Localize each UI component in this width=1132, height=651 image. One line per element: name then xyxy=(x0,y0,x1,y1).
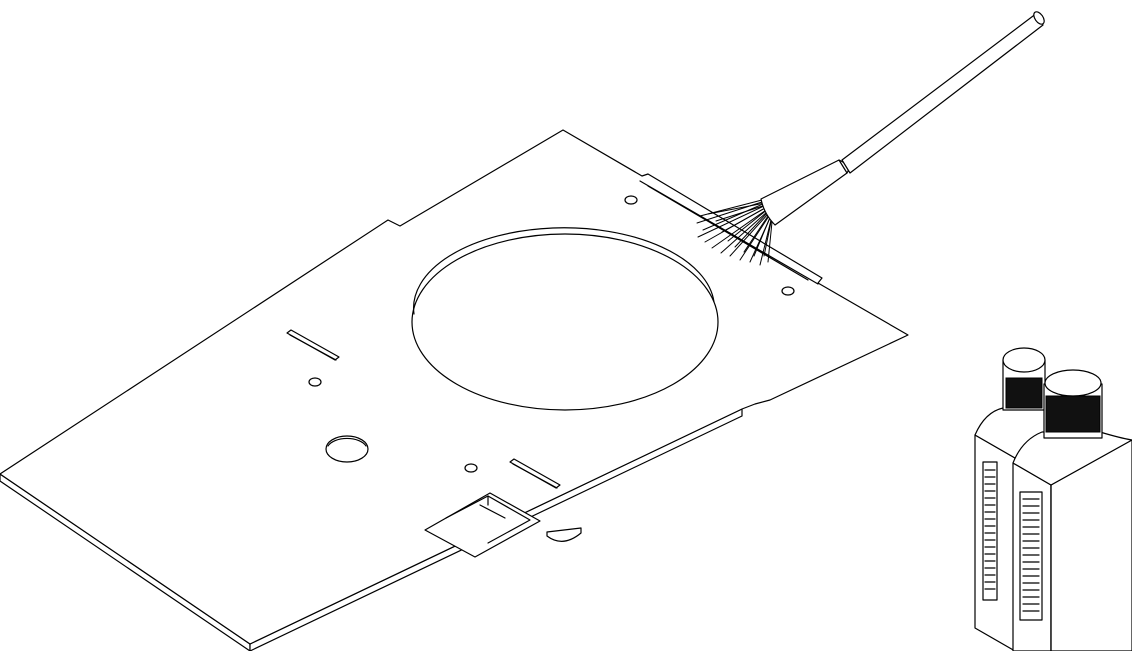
plate-under-part xyxy=(546,527,582,542)
bottle-grille xyxy=(1019,491,1043,621)
brush-ferrule xyxy=(760,159,848,226)
bottle-cap-top xyxy=(1002,347,1046,373)
plate-edge-strip xyxy=(639,180,819,285)
bottle-cap-knurl xyxy=(1045,395,1101,433)
plate-large-opening xyxy=(411,233,719,411)
brush-bristles xyxy=(696,199,773,266)
plate-hole xyxy=(308,377,322,387)
bottle-cap-top xyxy=(1044,369,1102,397)
bottle-grille xyxy=(982,461,998,601)
plate-hole xyxy=(781,286,795,296)
plate-slot xyxy=(289,334,337,361)
oil-bottle-front xyxy=(1012,369,1132,651)
plate-top-surface xyxy=(0,129,909,645)
plate xyxy=(0,129,909,651)
plate-round-hole-wall xyxy=(327,437,367,447)
plate-slot xyxy=(512,463,558,489)
bottle-cap-knurl xyxy=(1005,377,1043,409)
plate-opening-inner-wall xyxy=(412,227,715,315)
brush-handle-end xyxy=(1033,11,1045,25)
brush-handle xyxy=(841,12,1044,174)
plate-hole xyxy=(624,195,638,205)
cleaning-brush xyxy=(696,11,1045,266)
plate-round-hole xyxy=(325,435,369,463)
plate-hole xyxy=(464,463,478,473)
plate-latch xyxy=(445,495,531,544)
